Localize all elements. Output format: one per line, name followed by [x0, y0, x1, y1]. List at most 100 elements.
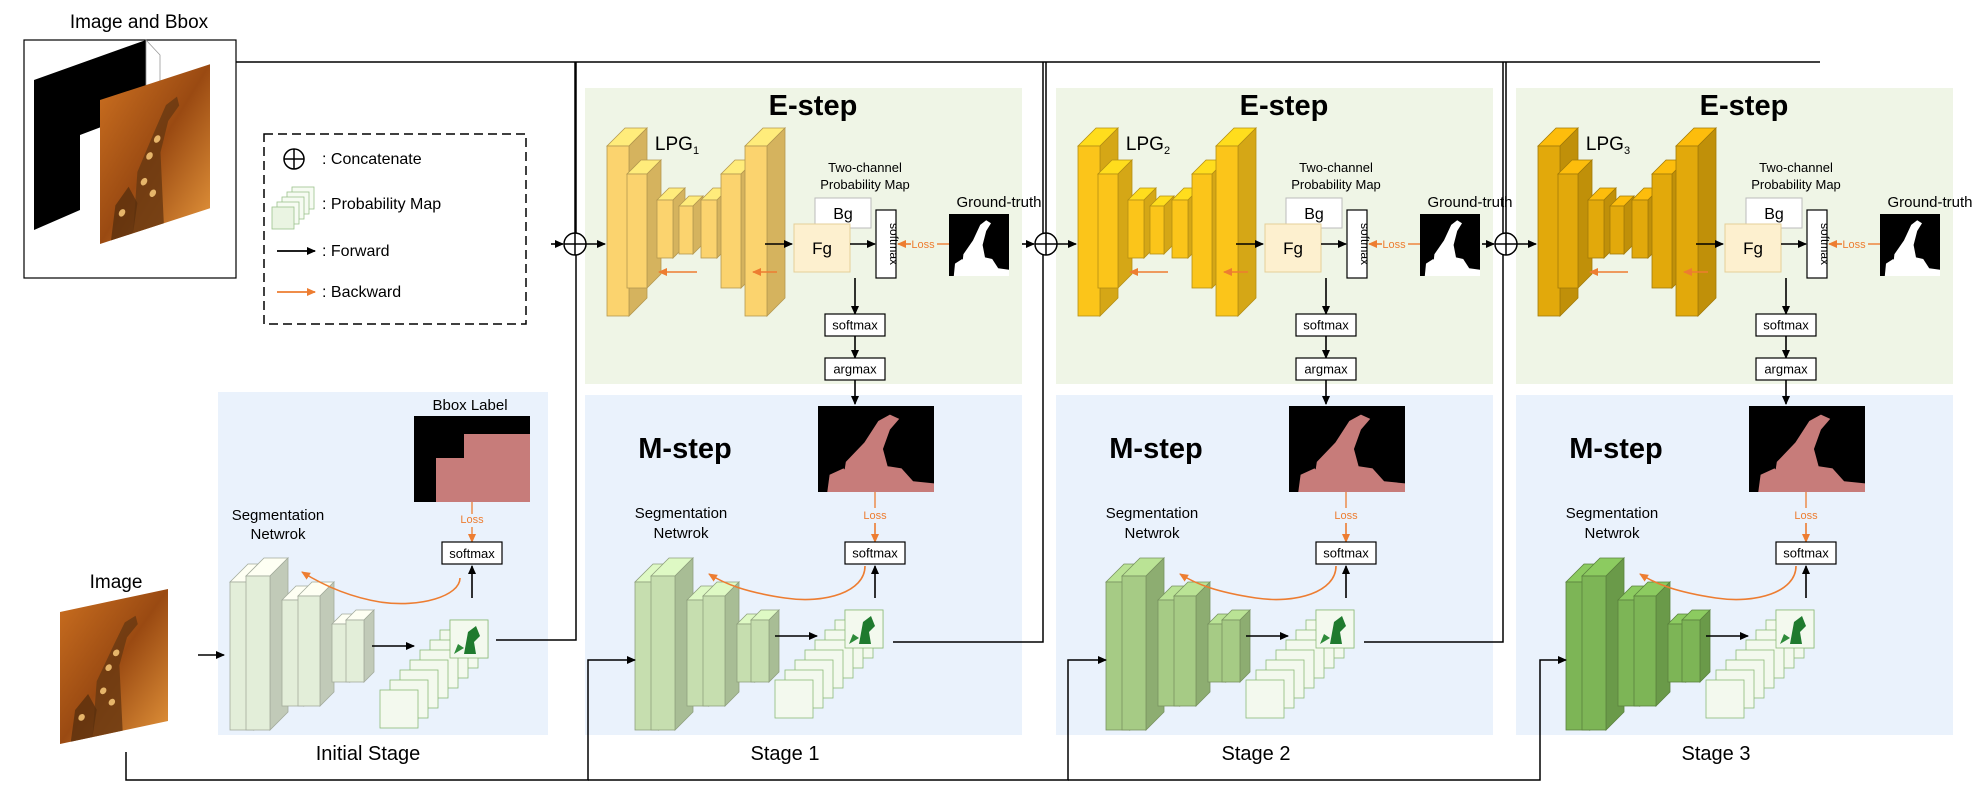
initial-seg-network-line1: Segmentation	[232, 507, 325, 524]
seg-network-line1-2: Segmentation	[1106, 505, 1199, 522]
vertical-softmax-label-3: softmax	[1818, 223, 1832, 265]
m-step-softmax-2: softmax	[1315, 541, 1377, 565]
lpg-2-layer-4	[1149, 195, 1175, 255]
lpg-label-2: LPG2	[1126, 134, 1170, 157]
fg-label-2: Fg	[1283, 239, 1303, 258]
vertical-softmax-2: softmax	[1346, 209, 1372, 279]
ground-truth-label-3: Ground-truth	[1887, 194, 1972, 211]
bg-channel-3: Bg	[1745, 197, 1803, 229]
lpg-network-3	[1537, 127, 1717, 317]
e-step-softmax-1: softmax	[824, 313, 886, 337]
bg-channel-1: Bg	[814, 197, 872, 229]
e-step-loss-label-1: Loss	[911, 239, 935, 251]
ground-truth-mask-icon-3	[1880, 214, 1940, 276]
m-step-title-3: M-step	[1569, 433, 1662, 465]
bg-label-1: Bg	[833, 206, 853, 223]
lpg-3-layer-7	[1675, 127, 1717, 317]
concatenate-node-2	[1034, 232, 1058, 256]
m-step-backward-curve-1	[708, 565, 866, 601]
concatenate-node-3	[1494, 232, 1518, 256]
bg-label-2: Bg	[1304, 206, 1324, 223]
seg-network-3-layer-6	[1681, 609, 1711, 683]
concatenate-icon	[283, 148, 305, 170]
seg-network-1-layer-6	[750, 609, 780, 683]
lpg-3-layer-2	[1557, 159, 1593, 289]
two-channel-line1-3: Two-channel	[1759, 160, 1833, 175]
vertical-softmax-1: softmax	[875, 209, 901, 279]
seg-network-line1-1: Segmentation	[635, 505, 728, 522]
e-step-softmax-2-label: softmax	[1303, 318, 1349, 333]
lpg-label-1: LPG1	[655, 134, 699, 157]
two-channel-line2-3: Probability Map	[1751, 177, 1841, 192]
lpg-network-2	[1077, 127, 1257, 317]
fg-channel-2: Fg	[1264, 223, 1322, 273]
bg-label-3: Bg	[1764, 206, 1784, 223]
legend-backward-label: : Backward	[322, 284, 401, 301]
seg-network-3-layer-4	[1633, 581, 1671, 707]
initial-probability-map	[379, 619, 489, 729]
m-step-softmax-3-label: softmax	[1783, 546, 1829, 561]
fg-channel-1: Fg	[793, 223, 851, 273]
lpg-2-layer-7	[1215, 127, 1257, 317]
legend-forward-label: : Forward	[322, 243, 390, 260]
stage-1-label: Stage 1	[751, 743, 820, 765]
argmax-box-2-label: argmax	[1304, 362, 1348, 377]
lpg-1-layer-4	[678, 195, 704, 255]
e-step-softmax-3: softmax	[1755, 313, 1817, 337]
probability-map-2	[1245, 609, 1355, 719]
e-step-loss-label-3: Loss	[1842, 239, 1866, 251]
probability-map-3	[1705, 609, 1815, 719]
two-channel-line2-2: Probability Map	[1291, 177, 1381, 192]
pseudo-label-mask-icon-3	[1749, 406, 1865, 492]
ground-truth-label-2: Ground-truth	[1427, 194, 1512, 211]
legend: : Concatenate : Probability Map : Forwar…	[263, 133, 527, 325]
initial-softmax-label: softmax	[449, 546, 495, 561]
m-step-backward-curve-2	[1179, 565, 1337, 601]
lpg-label-3: LPG3	[1586, 134, 1630, 157]
m-step-loss-label-1: Loss	[863, 510, 887, 522]
legend-probability-map-label: : Probability Map	[322, 196, 441, 213]
lpg-1-layer-2	[626, 159, 662, 289]
argmax-box-3: argmax	[1755, 357, 1817, 381]
e-step-loss-label-2: Loss	[1382, 239, 1406, 251]
e-step-softmax-1-label: softmax	[832, 318, 878, 333]
initial-loss-label: Loss	[460, 514, 484, 526]
argmax-box-3-label: argmax	[1764, 362, 1808, 377]
stage-2-label: Stage 2	[1222, 743, 1291, 765]
bbox-label-title: Bbox Label	[432, 397, 507, 414]
initial-seg-network	[229, 557, 375, 731]
ground-truth-mask-icon-2	[1420, 214, 1480, 276]
m-step-softmax-1-label: softmax	[852, 546, 898, 561]
pseudo-label-mask-icon-2	[1289, 406, 1405, 492]
m-step-backward-curve-3	[1639, 565, 1797, 601]
e-step-title-3: E-step	[1700, 90, 1789, 122]
initial-seg-network-layer-4	[297, 581, 335, 707]
two-channel-line2-1: Probability Map	[820, 177, 910, 192]
seg-network-1	[634, 557, 780, 731]
initial-stage-network	[229, 62, 577, 731]
input-giraffe-image	[60, 589, 168, 744]
seg-network-1-layer-2	[650, 557, 694, 731]
fg-label-1: Fg	[812, 239, 832, 258]
image-bbox-title: Image and Bbox	[70, 12, 209, 33]
argmax-box-1: argmax	[824, 357, 886, 381]
m-step-softmax-2-label: softmax	[1323, 546, 1369, 561]
initial-seg-network-layer-6	[345, 609, 375, 683]
image-title: Image	[90, 572, 143, 593]
seg-network-2	[1105, 557, 1251, 731]
seg-network-3	[1565, 557, 1711, 731]
initial-stage-label: Initial Stage	[316, 743, 421, 765]
fg-channel-3: Fg	[1724, 223, 1782, 273]
initial-seg-network-line2: Netwrok	[250, 526, 306, 543]
pseudo-label-mask-icon-1	[818, 406, 934, 492]
m-step-loss-label-3: Loss	[1794, 510, 1818, 522]
lpg-3-layer-4	[1609, 195, 1635, 255]
lpg-2-layer-2	[1097, 159, 1133, 289]
ground-truth-label-1: Ground-truth	[956, 194, 1041, 211]
initial-backward-curve	[301, 571, 461, 605]
seg-network-2-layer-4	[1173, 581, 1211, 707]
